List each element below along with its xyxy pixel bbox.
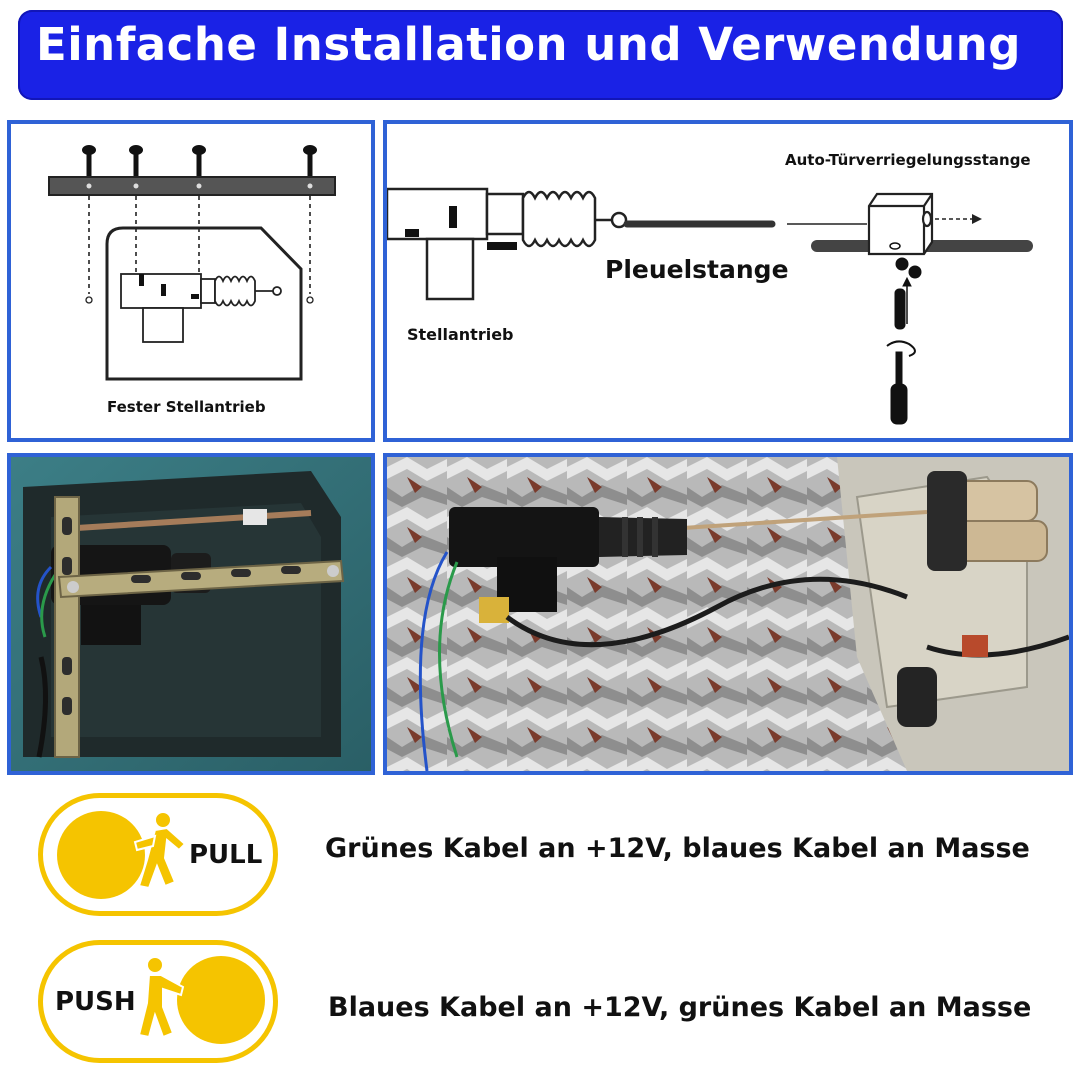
connecting-rod-label: Pleuelstange	[605, 255, 789, 284]
fastener-drawing	[886, 242, 922, 425]
fixed-actuator-drawing	[48, 145, 336, 381]
fixed-actuator-label: Fester Stellantrieb	[107, 398, 266, 416]
door-panel-outline	[105, 226, 303, 381]
actuator-label: Stellantrieb	[407, 325, 514, 344]
pull-figure-icon	[57, 811, 187, 899]
push-instruction: Blaues Kabel an +12V, grünes Kabel an Ma…	[328, 992, 1032, 1023]
installed-actuator-photo	[7, 453, 375, 775]
screws	[82, 145, 317, 176]
push-label: PUSH	[55, 987, 136, 1017]
door-cavity-photo	[387, 457, 1069, 771]
rod-connection-diagram: Auto-Türverriegelungsstange Pleuelstange…	[383, 120, 1073, 442]
lock-block	[867, 192, 934, 256]
rod-connection-drawing	[387, 187, 1033, 425]
pull-label: PULL	[189, 840, 263, 870]
fixed-actuator-diagram: Fester Stellantrieb	[7, 120, 375, 442]
page-title: Einfache Installation und Verwendung	[36, 18, 1021, 71]
pull-instruction: Grünes Kabel an +12V, blaues Kabel an Ma…	[325, 833, 1030, 864]
actuator-large	[387, 187, 628, 301]
door-lock-rod-label: Auto-Türverriegelungsstange	[785, 151, 1031, 169]
door-interior-photo	[11, 457, 371, 771]
actuator-drawing	[120, 273, 282, 343]
bracket-bar	[48, 176, 336, 196]
lock-rod-installation-photo	[383, 453, 1073, 775]
push-mode-badge: PUSH	[38, 940, 278, 1063]
push-figure-icon	[137, 956, 265, 1044]
pull-mode-badge: PULL	[38, 793, 278, 916]
header-banner: Einfache Installation und Verwendung	[18, 10, 1063, 100]
